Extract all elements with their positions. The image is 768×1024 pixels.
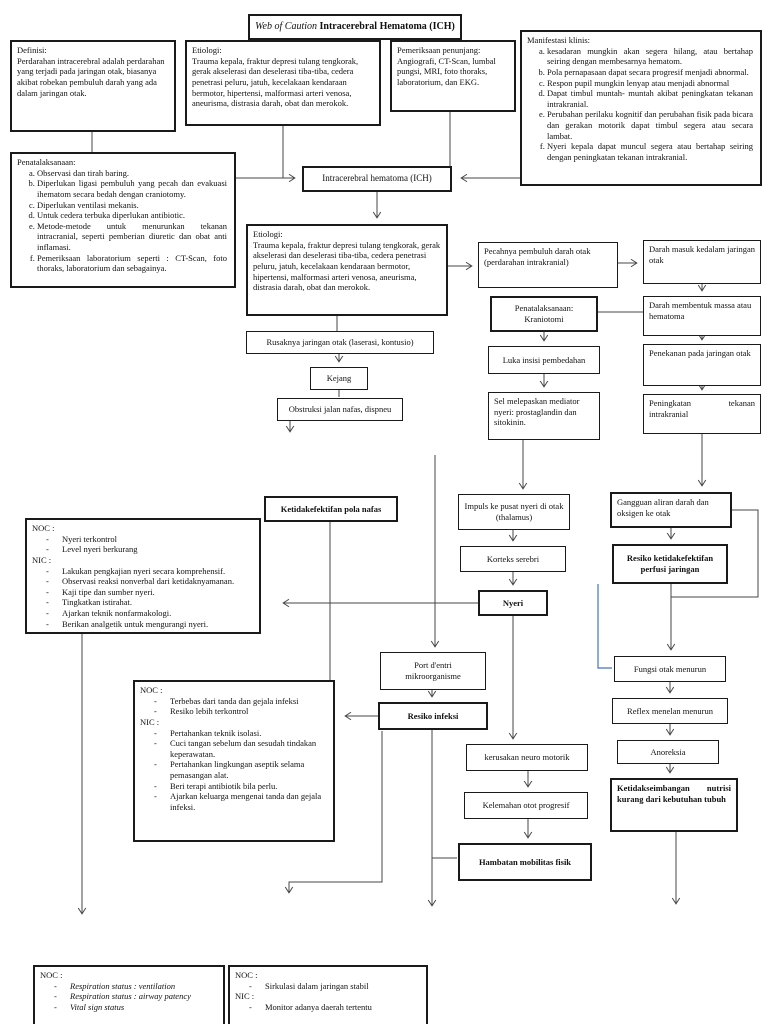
- node-kraniotomi: Penatalaksanaan: Kraniotomi: [490, 296, 598, 332]
- node-rusaknya-label: Rusaknya jaringan otak (laserasi, kontus…: [266, 337, 414, 348]
- sirkulasi-nic-label: NIC :: [235, 991, 255, 1002]
- node-perfusi-label: Resiko ketidakefektifan perfusi jaringan: [626, 553, 714, 574]
- node-nyeri: Nyeri: [478, 590, 548, 616]
- node-gangguan-aliran-darah: Gangguan aliran darah dan oksigen ke ota…: [610, 492, 732, 528]
- node-darah-masuk: Darah masuk kedalam jaringan otak: [643, 240, 761, 284]
- node-anoreksia-label: Anoreksia: [650, 746, 686, 757]
- node-nyeri-label: Nyeri: [502, 597, 524, 608]
- penatalaksanaan-heading: Penatalaksanaan:: [17, 157, 76, 167]
- node-kejang-label: Kejang: [326, 373, 352, 384]
- node-penekanan-jaringan: Penekanan pada jaringan otak: [643, 344, 761, 386]
- node-luka-label: Luka insisi pembedahan: [502, 354, 586, 365]
- node-impuls-label: Impuls ke pusat nyeri di otak (thalamus): [464, 501, 564, 522]
- node-darah-membentuk-massa: Darah membentuk massa atau hematoma: [643, 296, 761, 336]
- manifestasi-heading: Manifestasi klinis:: [527, 35, 591, 45]
- box-penatalaksanaan: Penatalaksanaan: Observasi dan tirah bar…: [10, 152, 236, 288]
- node-kelemahan-otot: Kelemahan otot progresif: [464, 792, 588, 819]
- node-nutrisi-label: Ketidakseimbangan nutrisi kurang dari ke…: [617, 783, 731, 804]
- nyeri-nic-label: NIC :: [32, 554, 52, 565]
- node-impuls-thalamus: Impuls ke pusat nyeri di otak (thalamus): [458, 494, 570, 530]
- nyeri-noc-label: NOC :: [32, 523, 55, 533]
- pemeriksaan-heading: Pemeriksaan penunjang:: [397, 45, 481, 55]
- node-reflex-menelan: Reflex menelan menurun: [612, 698, 728, 724]
- node-fungsi-otak-menurun: Fungsi otak menurun: [614, 656, 726, 682]
- node-resiko-perfusi-jaringan: Resiko ketidakefektifan perfusi jaringan: [612, 544, 728, 584]
- node-penekanan-label: Penekanan pada jaringan otak: [649, 348, 751, 358]
- node-kerusakan-label: kerusakan neuro motorik: [484, 752, 570, 763]
- blue-connector-line: [597, 584, 612, 669]
- node-korteks-serebri: Korteks serebri: [460, 546, 566, 572]
- node-resiko-infeksi: Resiko infeksi: [378, 702, 488, 730]
- node-port-dentri: Port d'entri mikroorganisme: [380, 652, 486, 690]
- title-prefix: Web of Caution: [255, 20, 320, 32]
- node-sel-mediator-nyeri: Sel melepaskan mediator nyeri: prostagla…: [488, 392, 600, 440]
- node-gangguan-label: Gangguan aliran darah dan oksigen ke ota…: [617, 497, 709, 518]
- node-peningkatan-label: Peningkatan tekanan intrakranial: [649, 398, 755, 419]
- etiologi-mid-heading: Etiologi:: [253, 229, 283, 239]
- box-noc-nic-infeksi: NOC : Terbebas dari tanda dan gejala inf…: [133, 680, 335, 842]
- box-noc-nic-sirkulasi: NOC : Sirkulasi dalam jaringan stabil NI…: [228, 965, 428, 1024]
- node-luka-insisi: Luka insisi pembedahan: [488, 346, 600, 374]
- kraniotomi-line2: Kraniotomi: [524, 314, 564, 324]
- node-kelemahan-label: Kelemahan otot progresif: [482, 800, 570, 811]
- node-sel-label: Sel melepaskan mediator nyeri: prostagla…: [494, 396, 580, 428]
- node-hambatan-mobilitas: Hambatan mobilitas fisik: [458, 843, 592, 881]
- node-ich: Intracerebral hematoma (ICH): [302, 166, 452, 192]
- node-reflex-label: Reflex menelan menurun: [627, 705, 713, 716]
- box-manifestasi-klinis: Manifestasi klinis: kesadaran mungkin ak…: [520, 30, 762, 186]
- respirasi-noc-label: NOC :: [40, 970, 63, 980]
- pemeriksaan-body: Angiografi, CT-Scan, lumbal pungsi, MRI,…: [397, 55, 496, 87]
- node-obstruksi-jalan-nafas: Obstruksi jalan nafas, dispneu: [277, 398, 403, 421]
- box-definisi: Definisi: Perdarahan intracerebral adala…: [10, 40, 176, 132]
- nyeri-noc-list: Nyeri terkontrolLevel nyeri berkurang: [32, 534, 254, 555]
- node-fungsi-label: Fungsi otak menurun: [633, 663, 707, 674]
- penatalaksanaan-list: Observasi dan tirah baring.Diperlukan li…: [17, 168, 229, 274]
- box-etiologi-top: Etiologi: Trauma kepala, fraktur depresi…: [185, 40, 381, 126]
- node-pecahnya-pembuluh: Pecahnya pembuluh darah otak (perdarahan…: [478, 242, 618, 288]
- node-ketidakseimbangan-nutrisi: Ketidakseimbangan nutrisi kurang dari ke…: [610, 778, 738, 832]
- node-korteks-label: Korteks serebri: [486, 553, 540, 564]
- title-main: Intracerebral Hematoma (ICH): [319, 20, 455, 32]
- nyeri-nic-list: Lakukan pengkajian nyeri secara komprehe…: [32, 566, 254, 630]
- etiologi-top-body: Trauma kepala, fraktur depresi tulang te…: [192, 55, 359, 109]
- node-peningkatan-tekanan: Peningkatan tekanan intrakranial: [643, 394, 761, 434]
- node-darah-masuk-label: Darah masuk kedalam jaringan otak: [649, 244, 755, 265]
- box-noc-nic-nyeri: NOC : Nyeri terkontrolLevel nyeri berkur…: [25, 518, 261, 634]
- manifestasi-list: kesadaran mungkin akan segera hilang, at…: [527, 46, 755, 163]
- box-noc-respirasi: NOC : Respiration status : ventilationRe…: [33, 965, 225, 1024]
- node-hambatan-label: Hambatan mobilitas fisik: [478, 856, 572, 867]
- node-obstruksi-label: Obstruksi jalan nafas, dispneu: [288, 404, 392, 415]
- node-resiko-infeksi-label: Resiko infeksi: [407, 710, 459, 721]
- sirkulasi-noc-list: Sirkulasi dalam jaringan stabil: [235, 981, 421, 992]
- kraniotomi-line1: Penatalaksanaan:: [514, 303, 574, 314]
- infeksi-noc-label: NOC :: [140, 685, 163, 695]
- node-ich-label: Intracerebral hematoma (ICH): [322, 173, 432, 184]
- node-etiologi-mid: Etiologi: Trauma kepala, fraktur depresi…: [246, 224, 448, 316]
- node-port-label: Port d'entri mikroorganisme: [405, 660, 461, 681]
- etiologi-top-heading: Etiologi:: [192, 45, 222, 55]
- node-darah-massa-label: Darah membentuk massa atau hematoma: [649, 300, 752, 321]
- node-pola-nafas-label: Ketidakefektifan pola nafas: [280, 503, 382, 514]
- node-ketidakefektifan-pola-nafas: Ketidakefektifan pola nafas: [264, 496, 398, 522]
- box-pemeriksaan-penunjang: Pemeriksaan penunjang: Angiografi, CT-Sc…: [390, 40, 516, 112]
- infeksi-nic-label: NIC :: [140, 716, 160, 727]
- infeksi-nic-list: Pertahankan teknik isolasi.Cuci tangan s…: [140, 728, 328, 813]
- node-pecahnya-label: Pecahnya pembuluh darah otak (perdarahan…: [484, 246, 591, 267]
- infeksi-noc-list: Terbebas dari tanda dan gejala infeksiRe…: [140, 696, 328, 717]
- definisi-heading: Definisi:: [17, 45, 47, 55]
- node-kerusakan-neuro-motorik: kerusakan neuro motorik: [466, 744, 588, 771]
- node-kejang: Kejang: [310, 367, 368, 390]
- diagram-title: Web of Caution Intracerebral Hematoma (I…: [248, 14, 462, 40]
- etiologi-mid-body: Trauma kepala, fraktur depresi tulang te…: [253, 239, 441, 293]
- definisi-body: Perdarahan intracerebral adalah perdarah…: [17, 55, 165, 98]
- node-rusaknya-jaringan: Rusaknya jaringan otak (laserasi, kontus…: [246, 331, 434, 354]
- respirasi-noc-list: Respiration status : ventilationRespirat…: [40, 981, 218, 1013]
- sirkulasi-nic-list: Monitor adanya daerah tertentu: [235, 1002, 421, 1013]
- node-anoreksia: Anoreksia: [617, 740, 719, 764]
- sirkulasi-noc-label: NOC :: [235, 970, 258, 980]
